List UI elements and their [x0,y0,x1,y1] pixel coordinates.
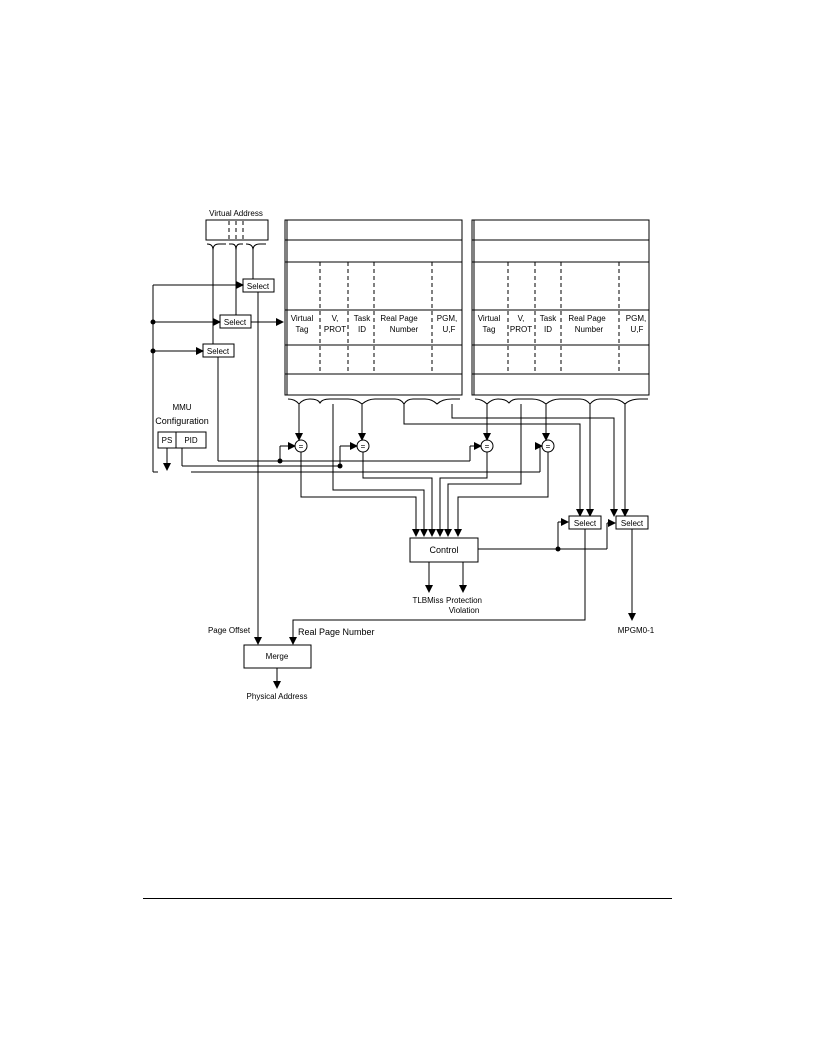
svg-text:Number: Number [390,325,419,334]
col-task-id: Task [354,314,371,323]
col-real-page-number: Real Page [568,314,606,323]
svg-text:ID: ID [544,325,552,334]
select-box-bottom: Select [202,343,235,358]
select-real-page: Select [568,515,602,530]
col-v-prot: V, [518,314,525,323]
col-pgm-uf: PGM, [437,314,457,323]
comparator-0-task: = [356,439,370,453]
mmu-configuration: MMU Configuration PS PID [155,403,209,449]
svg-text:Select: Select [574,519,597,528]
tlb-miss-label: TLBMiss [412,596,443,605]
merge-label: Merge [266,652,289,661]
svg-text:ID: ID [358,325,366,334]
pid-field: PID [184,436,198,445]
tlb-set-0: Virtual Tag V, PROT Task ID Real Page Nu… [284,219,463,396]
page-offset-label: Page Offset [208,626,251,635]
svg-text:=: = [546,442,551,451]
real-page-number-label: Real Page Number [298,627,375,637]
virtual-address-label: Virtual Address [209,209,263,218]
col-virtual-tag: Virtual [478,314,501,323]
svg-text:Select: Select [621,519,644,528]
col-real-page-number: Real Page [380,314,418,323]
select-box-middle: Select [219,314,252,329]
svg-text:Select: Select [207,347,230,356]
protection-violation-label-1: Protection [446,596,482,605]
mpgm-label: MPGM0-1 [618,626,655,635]
control-block: Control [409,537,479,563]
control-label: Control [429,545,458,555]
comparator-0-tag: = [294,439,308,453]
comparator-1-task: = [541,439,555,453]
svg-text:Tag: Tag [483,325,496,334]
footer-rule [143,898,672,899]
col-v-prot: V, [332,314,339,323]
tlb-set-1: Virtual Tag V, PROT Task ID Real Page Nu… [471,219,650,396]
svg-text:U,F: U,F [631,325,644,334]
select-pgm: Select [615,515,649,530]
select-box-top: Select [242,278,275,293]
comparator-1-tag: = [480,439,494,453]
svg-text:PROT: PROT [510,325,532,334]
ps-field: PS [162,436,173,445]
svg-text:=: = [485,442,490,451]
svg-text:Tag: Tag [296,325,309,334]
svg-text:Select: Select [247,282,270,291]
svg-text:U,F: U,F [443,325,456,334]
physical-address-label: Physical Address [247,692,308,701]
merge-block: Merge [243,644,312,669]
protection-violation-label-2: Violation [449,606,480,615]
virtual-address-register: Virtual Address [205,209,269,251]
col-pgm-uf: PGM, [626,314,646,323]
col-task-id: Task [540,314,557,323]
svg-text:Select: Select [224,318,247,327]
svg-text:PROT: PROT [324,325,346,334]
col-virtual-tag: Virtual [291,314,314,323]
mmu-config-label-1: MMU [172,403,191,412]
mmu-config-label-2: Configuration [155,416,209,426]
svg-text:Number: Number [575,325,604,334]
svg-text:=: = [299,442,304,451]
svg-text:=: = [361,442,366,451]
